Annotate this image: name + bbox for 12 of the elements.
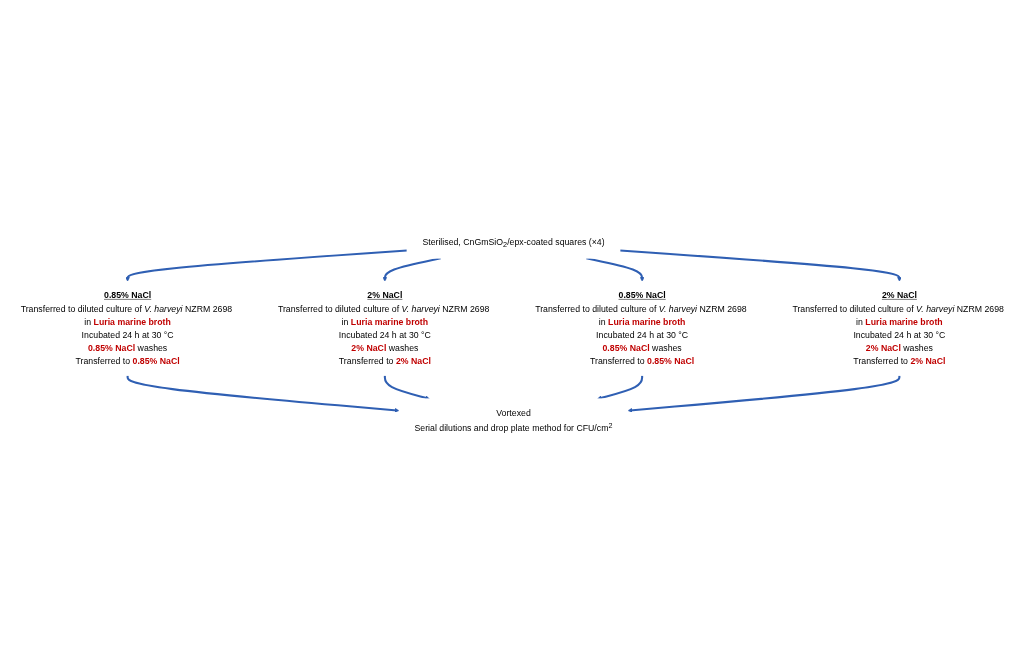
- arrow: [125, 249, 408, 282]
- arrow: [383, 375, 430, 401]
- arrow: [619, 249, 902, 282]
- node-text: 2% NaCl Transferred to diluted culture of V. harveyi NZRM 2698 in Luria marine broth Incubated 24 h at 30 °C 2% NaCl washes Transferred to 2% NaCl: [277, 290, 490, 367]
- node-text: Sterilised, CnGmSiO$_{2}$/epx-coated squares (×4): [422, 237, 605, 250]
- node-text: 2% NaCl Transferred to diluted culture of V. harveyi NZRM 2698 in Luria marine broth Incubated 24 h at 30 °C 2% NaCl washes Transferred to 2% NaCl: [792, 290, 1004, 367]
- node-text: 0.85% NaCl Transferred to diluted culture of V. harveyi NZRM 2698 in Luria marine broth Incubated 24 h at 30 °C 0.85% NaCl washes Transferred to 0.85% NaCl: [535, 290, 747, 367]
- arrow: [597, 375, 644, 401]
- arrow: [126, 375, 400, 413]
- arrow: [627, 375, 901, 413]
- node-text: 0.85% NaCl Transferred to diluted culture of V. harveyi NZRM 2698 in Luria marine broth Incubated 24 h at 30 °C 0.85% NaCl washes Transferred to 0.85% NaCl: [20, 290, 233, 367]
- node-text: Vortexed Serial dilutions and drop plate method for CFU/cm$^{2}$: [414, 408, 613, 434]
